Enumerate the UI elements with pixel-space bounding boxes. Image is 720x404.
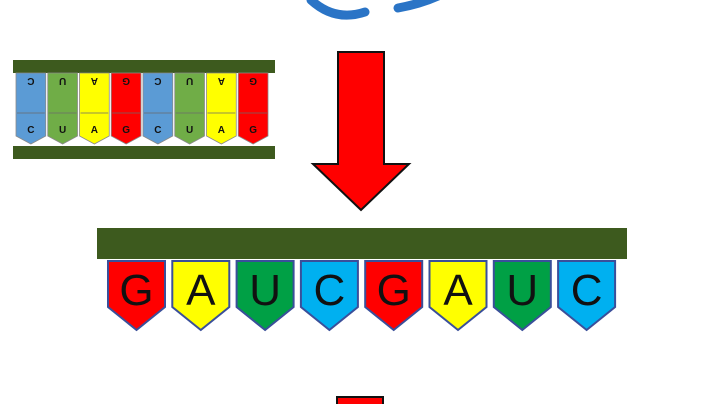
base-label: A xyxy=(443,266,473,315)
base-pair: CC xyxy=(15,72,47,145)
base-tile-shape xyxy=(364,260,424,332)
bottom-base-label: U xyxy=(59,125,66,136)
bottom-base-label: G xyxy=(122,125,130,136)
base-tile-shape xyxy=(492,260,552,332)
base-tile-shape xyxy=(299,260,359,332)
base-pair: AA xyxy=(206,72,237,145)
down-arrow-icon xyxy=(336,396,384,404)
base-label: G xyxy=(119,266,153,315)
base-pair: AA xyxy=(79,72,110,145)
bottom-base-label: A xyxy=(218,125,225,136)
base-tile: U xyxy=(235,260,295,332)
base-label: U xyxy=(506,266,538,315)
base-pair-shape xyxy=(47,72,78,145)
top-base-label: A xyxy=(218,75,225,86)
top-base-label: G xyxy=(249,75,257,86)
base-tile: C xyxy=(299,260,359,332)
base-pair-shape xyxy=(110,72,142,145)
base-pair-shape xyxy=(174,72,205,145)
base-pair-shape xyxy=(142,72,174,145)
top-base-label: U xyxy=(186,75,193,86)
base-pair-shape xyxy=(206,72,237,145)
base-tile: G xyxy=(364,260,424,332)
strand-backbone xyxy=(97,228,627,259)
base-label: C xyxy=(571,266,603,315)
top-base-label: C xyxy=(27,75,34,86)
bottom-base-label: C xyxy=(154,125,161,136)
bottom-base-label: G xyxy=(249,125,257,136)
bottom-base-label: C xyxy=(27,125,34,136)
base-pair-shape xyxy=(15,72,47,145)
base-label: G xyxy=(377,266,411,315)
bottom-base-label: A xyxy=(91,125,98,136)
base-pair: CC xyxy=(142,72,174,145)
base-tile-shape xyxy=(235,260,295,332)
base-pair-shape xyxy=(237,72,269,145)
cycle-arc-icon xyxy=(306,0,441,20)
base-tile: A xyxy=(428,260,488,332)
base-tile-shape xyxy=(107,260,166,332)
base-tile: A xyxy=(171,260,231,332)
bottom-backbone xyxy=(13,146,275,159)
base-tile: G xyxy=(107,260,166,332)
base-tile: U xyxy=(492,260,552,332)
down-arrow-icon xyxy=(310,51,412,212)
base-tile: C xyxy=(557,260,617,332)
base-label: A xyxy=(186,266,216,315)
top-base-label: C xyxy=(154,75,161,86)
base-pair-shape xyxy=(79,72,110,145)
top-base-label: A xyxy=(91,75,98,86)
base-label: U xyxy=(249,266,281,315)
base-tile-shape xyxy=(428,260,488,332)
bottom-base-label: U xyxy=(186,125,193,136)
base-tile-shape xyxy=(557,260,617,332)
top-base-label: G xyxy=(122,75,130,86)
base-tile-shape xyxy=(171,260,231,332)
base-pair: GG xyxy=(110,72,142,145)
base-pair: UU xyxy=(174,72,205,145)
top-base-label: U xyxy=(59,75,66,86)
top-backbone xyxy=(13,60,275,73)
base-label: C xyxy=(314,266,346,315)
base-pair: GG xyxy=(237,72,269,145)
base-pair: UU xyxy=(47,72,78,145)
